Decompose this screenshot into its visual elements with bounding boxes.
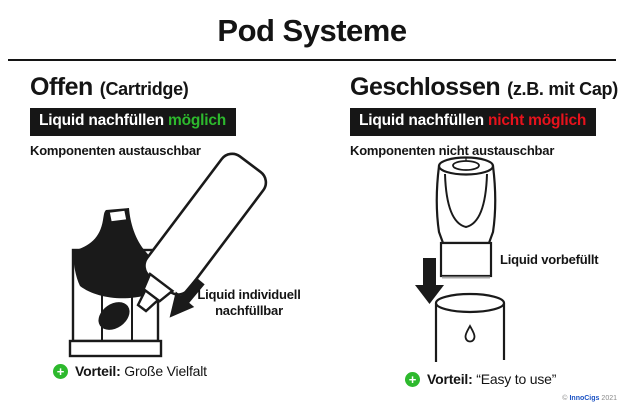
prefilled-annotation: Liquid vorbefüllt — [500, 252, 599, 267]
closed-system-heading-suffix: (z.B. mit Cap) — [507, 79, 618, 99]
refill-badge-highlight-not-possible: nicht möglich — [488, 112, 587, 129]
open-system-heading-suffix: (Cartridge) — [99, 79, 189, 99]
closed-system-heading: Geschlossen (z.B. mit Cap) — [350, 73, 618, 102]
refillable-annotation: Liquid individuell nachfüllbar — [196, 287, 302, 320]
header-divider — [8, 59, 616, 61]
closed-system-components-note: Komponenten nicht austauschbar — [350, 143, 555, 158]
open-system-heading: Offen (Cartridge) — [30, 73, 236, 102]
insert-arrow-icon — [415, 258, 444, 304]
open-system-advantage-text: Vorteil: Große Vielfalt — [75, 363, 207, 379]
closed-system-heading-main: Geschlossen — [350, 73, 501, 101]
open-system-components-note: Komponenten austauschbar — [30, 143, 201, 158]
battery-device-icon — [434, 292, 506, 362]
copyright-note: © InnoCigs 2021 — [562, 395, 617, 402]
refill-arrow-icon — [169, 277, 205, 318]
refillable-annotation-line2: nachfüllbar — [215, 303, 283, 319]
advantage-label: Vorteil: — [75, 363, 121, 379]
fill-port-icon — [98, 302, 130, 330]
refill-badge-highlight-possible: möglich — [168, 112, 227, 129]
open-system-heading-main: Offen — [30, 73, 93, 101]
open-system-column-header: Offen (Cartridge) Liquid nachfüllen mögl… — [30, 73, 237, 158]
closed-system-advantage: + Vorteil: “Easy to use” — [405, 371, 556, 387]
refillable-annotation-line1: Liquid individuell — [197, 287, 301, 302]
open-pod-illustration — [68, 152, 268, 358]
advantage-value: “Easy to use” — [476, 371, 557, 387]
liquid-bottle-icon — [136, 152, 268, 313]
copyright-symbol: © — [562, 395, 568, 402]
refill-badge-text: Liquid nachfüllen — [359, 112, 484, 129]
brand-logo: InnoCigs — [569, 395, 600, 402]
closed-system-column-header: Geschlossen (z.B. mit Cap) Liquid nachfü… — [350, 73, 618, 158]
advantage-label: Vorteil: — [427, 371, 473, 387]
closed-system-refill-badge: Liquid nachfüllen nicht möglich — [350, 108, 597, 136]
refill-badge-text: Liquid nachfüllen — [39, 112, 164, 129]
open-system-advantage: + Vorteil: Große Vielfalt — [53, 363, 207, 379]
advantage-value: Große Vielfalt — [124, 363, 207, 379]
open-system-refill-badge: Liquid nachfüllen möglich — [30, 108, 237, 136]
droplet-icon — [464, 324, 476, 343]
page-title: Pod Systeme — [217, 13, 407, 48]
plus-icon: + — [53, 363, 68, 379]
closed-pod-illustration — [415, 156, 506, 362]
plus-icon: + — [405, 371, 420, 387]
closed-system-advantage-text: Vorteil: “Easy to use” — [427, 371, 556, 387]
closed-pod-icon — [435, 156, 497, 279]
copyright-year: 2021 — [601, 395, 617, 402]
